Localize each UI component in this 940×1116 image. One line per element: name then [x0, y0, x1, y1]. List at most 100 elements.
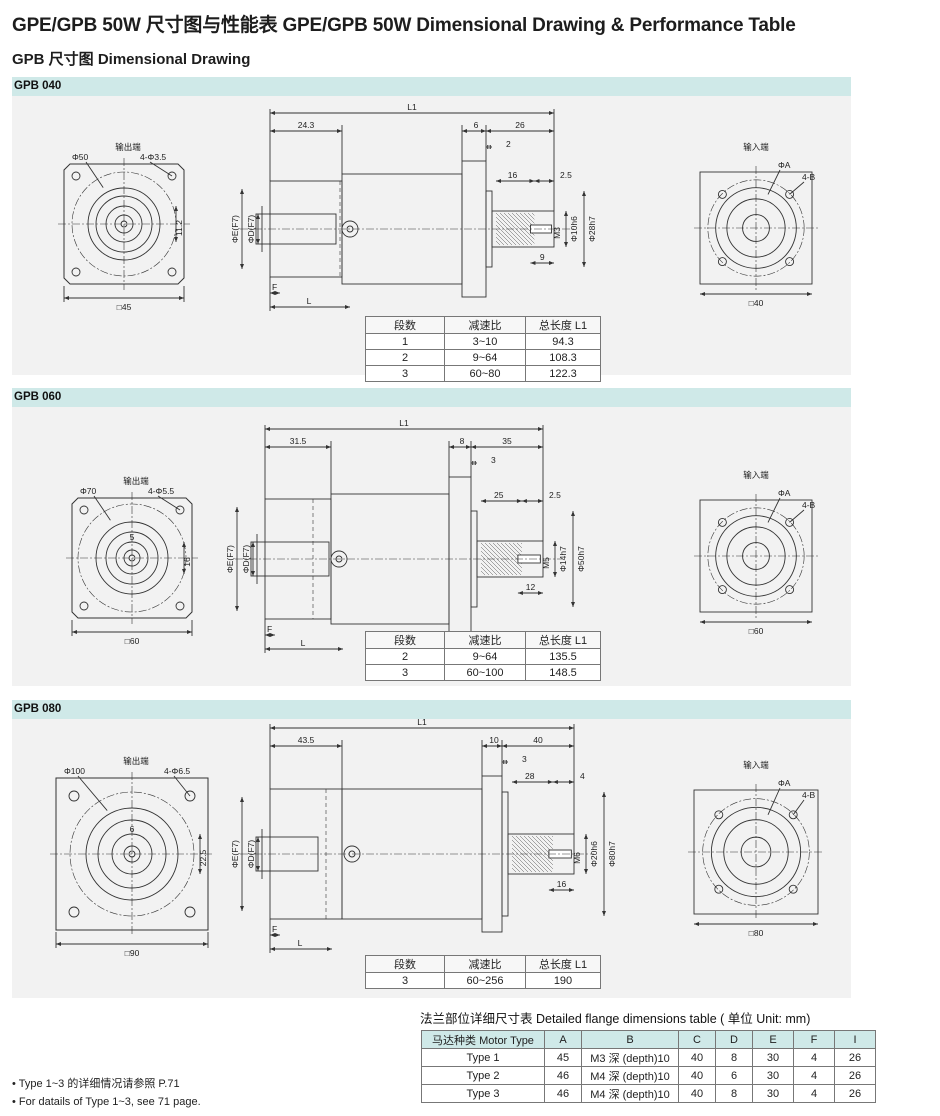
mounting-hole [71, 171, 81, 181]
note-line: • For datails of Type 1~3, see 71 page. [12, 1096, 201, 1108]
model-header: GPB 060 [12, 388, 851, 407]
hatch-line [551, 835, 554, 838]
four-b-label: 4-B [802, 172, 816, 182]
mounting-hole [717, 585, 727, 595]
perf-cell: 108.3 [525, 349, 601, 366]
flange-cell: 26 [834, 1066, 876, 1085]
hatch-line [516, 542, 523, 549]
hatch-line [512, 542, 523, 553]
flange-cell: 46 [544, 1084, 582, 1103]
hatch-line [519, 835, 554, 870]
flange-header-cell: E [752, 1030, 794, 1049]
hatch-line [495, 236, 505, 246]
perf-cell: 135.5 [525, 648, 601, 665]
pilot-diameter-label: Φ80h7 [607, 841, 617, 867]
hatch-line [480, 570, 486, 576]
mounting-hole [788, 810, 798, 820]
flange-cell: 8 [715, 1084, 753, 1103]
mounting-hole [79, 601, 89, 611]
l-label: L [301, 638, 306, 648]
key-height-label: 16 [182, 557, 192, 567]
mounting-hole [79, 505, 89, 515]
flange-square [55, 777, 209, 931]
dimension-arrow [265, 633, 275, 637]
hatch-pattern [511, 835, 554, 873]
perf-cell: 2 [365, 349, 445, 366]
input-square-label: □60 [749, 626, 764, 636]
four-b-label: 4-B [802, 790, 816, 800]
hatch-line [480, 546, 510, 576]
hatch-line [496, 542, 523, 569]
flange-cell: 26 [834, 1084, 876, 1103]
mounting-hole [184, 790, 196, 802]
flange-cell: 8 [715, 1048, 753, 1067]
hatch-line [520, 542, 523, 545]
key-width-label: 5 [130, 532, 135, 542]
step-label: 3 [522, 754, 527, 764]
mounting-hole [714, 884, 724, 894]
model-header: GPB 040 [12, 77, 851, 96]
body-length-label: 43.5 [298, 735, 315, 745]
perf-cell: 60~256 [444, 972, 526, 989]
bolt-circle-label: Φ100 [64, 766, 85, 776]
l1-label: L1 [399, 418, 409, 428]
hatch-line [480, 550, 506, 576]
l1-label: L1 [417, 719, 427, 727]
dimension-arrow [471, 461, 477, 465]
flange-header-cell: I [834, 1030, 876, 1049]
bolt-circle [707, 507, 805, 605]
hatch-line [495, 228, 513, 246]
input-end-label: 输入端 [743, 760, 769, 770]
flange-cell: Type 2 [421, 1066, 545, 1085]
flange-cell: 4 [793, 1066, 835, 1085]
note-line: • Type 1~3 的详细情况请参照 P.71 [12, 1078, 180, 1090]
key-offset-label: 2.5 [560, 170, 572, 180]
mounting-hole [175, 505, 185, 515]
perf-cell: 60~80 [444, 365, 526, 382]
drawing-line [767, 497, 781, 523]
flange-table-title: 法兰部位详细尺寸表 Detailed flange dimensions tab… [420, 1012, 811, 1026]
perf-cell: 2 [365, 648, 445, 665]
hatch-line [480, 558, 498, 576]
dimension-arrow [534, 179, 554, 183]
flange-cell: 46 [544, 1066, 582, 1085]
key-height-label: 22.5 [198, 849, 208, 866]
perf-header-cell: 段数 [365, 955, 445, 973]
phi-a-label: ΦA [778, 488, 791, 498]
shaft-length-label: 40 [533, 735, 543, 745]
perf-header-cell: 总长度 L1 [525, 316, 601, 334]
flange-cell: 30 [752, 1084, 794, 1103]
hatch-line [511, 867, 517, 873]
drawing-line [85, 161, 104, 188]
flange-cell: 30 [752, 1066, 794, 1085]
shaft-diameter-label: Φ14h7 [558, 546, 568, 572]
drawing-line [789, 181, 805, 195]
hatch-line [495, 216, 525, 246]
input-square-label: □80 [749, 928, 764, 938]
hatch-line [511, 859, 525, 873]
hatch-line [495, 232, 509, 246]
dimension-arrow [449, 445, 471, 449]
hatch-line [511, 851, 533, 873]
flange-cell: M3 深 (depth)10 [581, 1048, 679, 1067]
hatch-line [511, 847, 537, 873]
mounting-hole [785, 585, 795, 595]
mounting-hole [167, 267, 177, 277]
input-end-label: 输入端 [743, 470, 769, 480]
flange-thickness-label: 10 [489, 735, 499, 745]
flange-square [63, 163, 185, 285]
perf-cell: 3 [365, 664, 445, 681]
flange-cell: 40 [678, 1066, 716, 1085]
perf-cell: 190 [525, 972, 601, 989]
model-header: GPB 080 [12, 700, 851, 719]
shaft-diameter-label: Φ10h6 [569, 216, 579, 242]
dimension-arrow [512, 780, 553, 784]
dimension-arrow [552, 780, 574, 784]
